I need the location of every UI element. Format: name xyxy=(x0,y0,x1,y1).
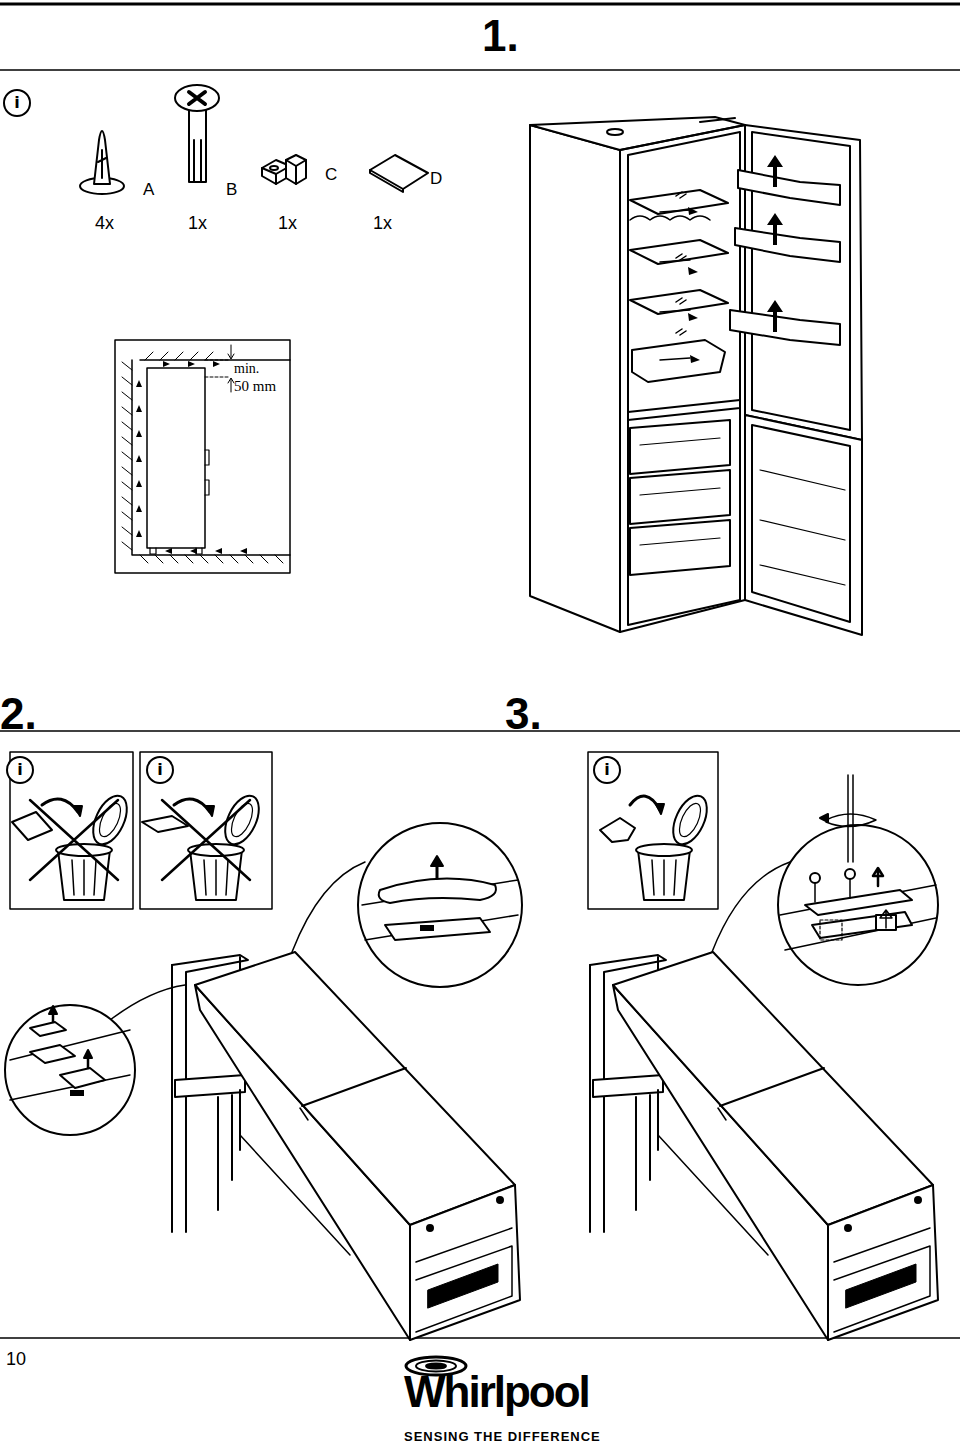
step-number: 1. xyxy=(482,14,519,58)
quantity: 1x xyxy=(188,214,207,232)
info-letter: i xyxy=(604,762,609,778)
info-letter: i xyxy=(157,762,162,778)
dimension: 50 mm xyxy=(234,379,276,394)
page-number: 10 xyxy=(6,1350,26,1368)
info-icon: i xyxy=(593,756,621,784)
step-number: 3. xyxy=(505,692,542,736)
step-number: 2. xyxy=(0,692,37,736)
info-icon: i xyxy=(3,89,31,117)
part-letter: D xyxy=(430,170,442,187)
part-letter: A xyxy=(143,181,154,198)
quantity: 1x xyxy=(373,214,392,232)
info-letter: i xyxy=(14,95,19,111)
info-icon: i xyxy=(6,756,34,784)
part-letter: C xyxy=(325,166,337,183)
part-letter: B xyxy=(226,181,237,198)
info-letter: i xyxy=(17,762,22,778)
brand-logo: Whirlpool xyxy=(404,1370,589,1414)
info-icon: i xyxy=(146,756,174,784)
quantity: 1x xyxy=(278,214,297,232)
brand-slogan: SENSING THE DIFFERENCE xyxy=(404,1430,601,1443)
dimension-note: min. xyxy=(234,362,259,376)
quantity: 4x xyxy=(95,214,114,232)
